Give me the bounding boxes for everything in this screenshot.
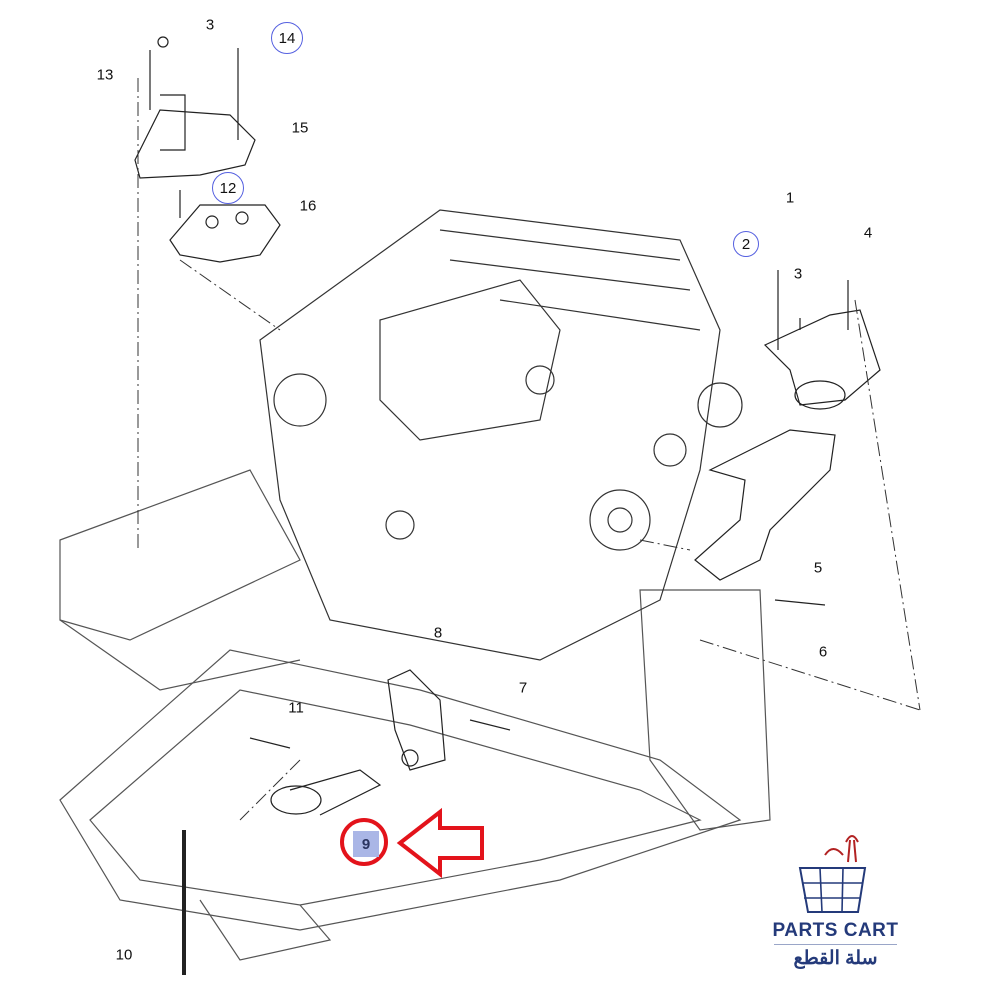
callout-13: 13	[96, 66, 114, 84]
callout-12: 12	[212, 172, 244, 204]
mount-15	[134, 36, 256, 179]
highlight-ring	[340, 818, 388, 866]
callout-9-highlighted: 9	[353, 831, 379, 857]
callout-16: 16	[299, 197, 317, 215]
bracket-8	[387, 669, 511, 771]
bracket-5	[694, 429, 836, 606]
subframe	[59, 469, 771, 961]
callout-5: 5	[813, 559, 823, 577]
callout-8: 8	[433, 624, 443, 642]
highlight-arrow	[396, 807, 484, 879]
callout-7: 7	[518, 679, 528, 697]
callout-3-right: 3	[793, 265, 803, 283]
engine	[259, 209, 743, 661]
callout-14: 14	[271, 22, 303, 54]
callout-2: 2	[733, 231, 759, 257]
callout-3: 3	[205, 16, 215, 34]
logo-name-en: PARTS CART	[772, 920, 899, 941]
callout-10: 10	[115, 946, 133, 964]
logo-divider	[774, 944, 897, 945]
parts-cart-logo: PARTS CART سلة القطع	[768, 918, 903, 970]
callout-11: 11	[288, 699, 304, 717]
mount-1	[763, 270, 881, 410]
logo-name-ar: سلة القطع	[793, 948, 878, 969]
callout-6: 6	[818, 643, 828, 661]
mount-9	[249, 737, 382, 816]
bracket-16	[169, 190, 281, 263]
callout-1: 1	[785, 189, 795, 207]
callout-15: 15	[291, 119, 309, 137]
parts-cart-logo-graphic	[798, 835, 867, 913]
callout-4: 4	[863, 224, 873, 242]
